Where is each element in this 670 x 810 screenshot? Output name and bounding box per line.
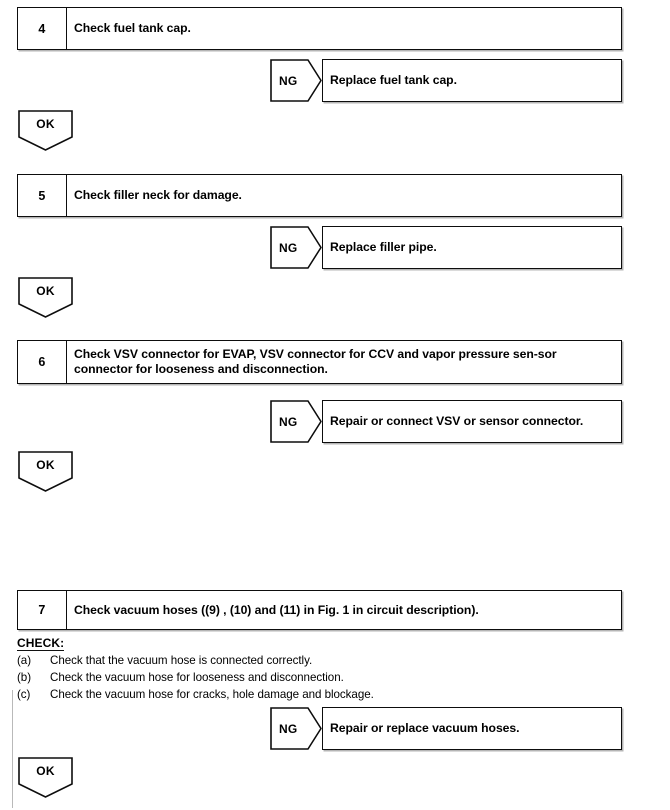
ng-label-4: NG [279, 73, 298, 88]
step-box-7: 7 Check vacuum hoses ((9) , (10) and (11… [17, 590, 622, 630]
ng-row-5: NG Replace filler pipe. [270, 226, 622, 269]
check-block-7: CHECK: (a) Check that the vacuum hose is… [17, 634, 617, 703]
ok-arrow-icon [18, 757, 73, 798]
check-text-a: Check that the vacuum hose is connected … [50, 654, 313, 667]
step-number-7: 7 [18, 591, 67, 629]
ng-label-6: NG [279, 414, 298, 429]
ng-action-5: Replace filler pipe. [322, 226, 622, 269]
step-box-4: 4 Check fuel tank cap. [17, 7, 622, 50]
ok-tag-6: OK [18, 451, 73, 492]
step-box-6: 6 Check VSV connector for EVAP, VSV conn… [17, 340, 622, 384]
ng-row-7: NG Repair or replace vacuum hoses. [270, 707, 622, 750]
ng-action-6: Repair or connect VSV or sensor connecto… [322, 400, 622, 443]
step-number-5: 5 [18, 175, 67, 216]
step-text-7: Check vacuum hoses ((9) , (10) and (11) … [74, 602, 479, 617]
ok-label-7: OK [36, 764, 55, 778]
ok-arrow-icon [18, 451, 73, 492]
step-number-4: 4 [18, 8, 67, 49]
ng-tag-4: NG [270, 59, 322, 102]
step-box-5: 5 Check filler neck for damage. [17, 174, 622, 217]
ok-tag-4: OK [18, 110, 73, 151]
ng-tag-6: NG [270, 400, 322, 443]
ng-row-6: NG Repair or connect VSV or sensor conne… [270, 400, 622, 443]
step-number-6: 6 [18, 341, 67, 383]
check-marker-b: (b) [17, 671, 32, 684]
check-marker-c: (c) [17, 688, 31, 701]
step-text-6: Check VSV connector for EVAP, VSV connec… [74, 347, 557, 376]
ok-tag-5: OK [18, 277, 73, 318]
ng-action-7: Repair or replace vacuum hoses. [322, 707, 622, 750]
ok-label-6: OK [36, 458, 55, 472]
check-marker-a: (a) [17, 654, 32, 667]
step-text-4: Check fuel tank cap. [74, 21, 191, 35]
ok-arrow-icon [18, 277, 73, 318]
ok-tag-7: OK [18, 757, 73, 798]
ok-arrow-icon [18, 110, 73, 151]
check-text-c: Check the vacuum hose for cracks, hole d… [50, 688, 374, 701]
ng-row-4: NG Replace fuel tank cap. [270, 59, 622, 102]
step-text-5: Check filler neck for damage. [74, 188, 242, 202]
ng-action-4: Replace fuel tank cap. [322, 59, 622, 102]
check-text-b: Check the vacuum hose for looseness and … [50, 671, 344, 684]
check-heading: CHECK: [17, 636, 65, 651]
scan-artifact-line [12, 690, 13, 808]
check-item-b: (b) Check the vacuum hose for looseness … [17, 669, 617, 686]
ok-label-5: OK [36, 284, 55, 298]
ng-label-7: NG [279, 721, 298, 736]
check-item-c: (c) Check the vacuum hose for cracks, ho… [17, 686, 617, 703]
ok-label-4: OK [36, 117, 55, 131]
ng-label-5: NG [279, 240, 298, 255]
ng-tag-5: NG [270, 226, 322, 269]
ng-tag-7: NG [270, 707, 322, 750]
check-item-a: (a) Check that the vacuum hose is connec… [17, 652, 617, 669]
